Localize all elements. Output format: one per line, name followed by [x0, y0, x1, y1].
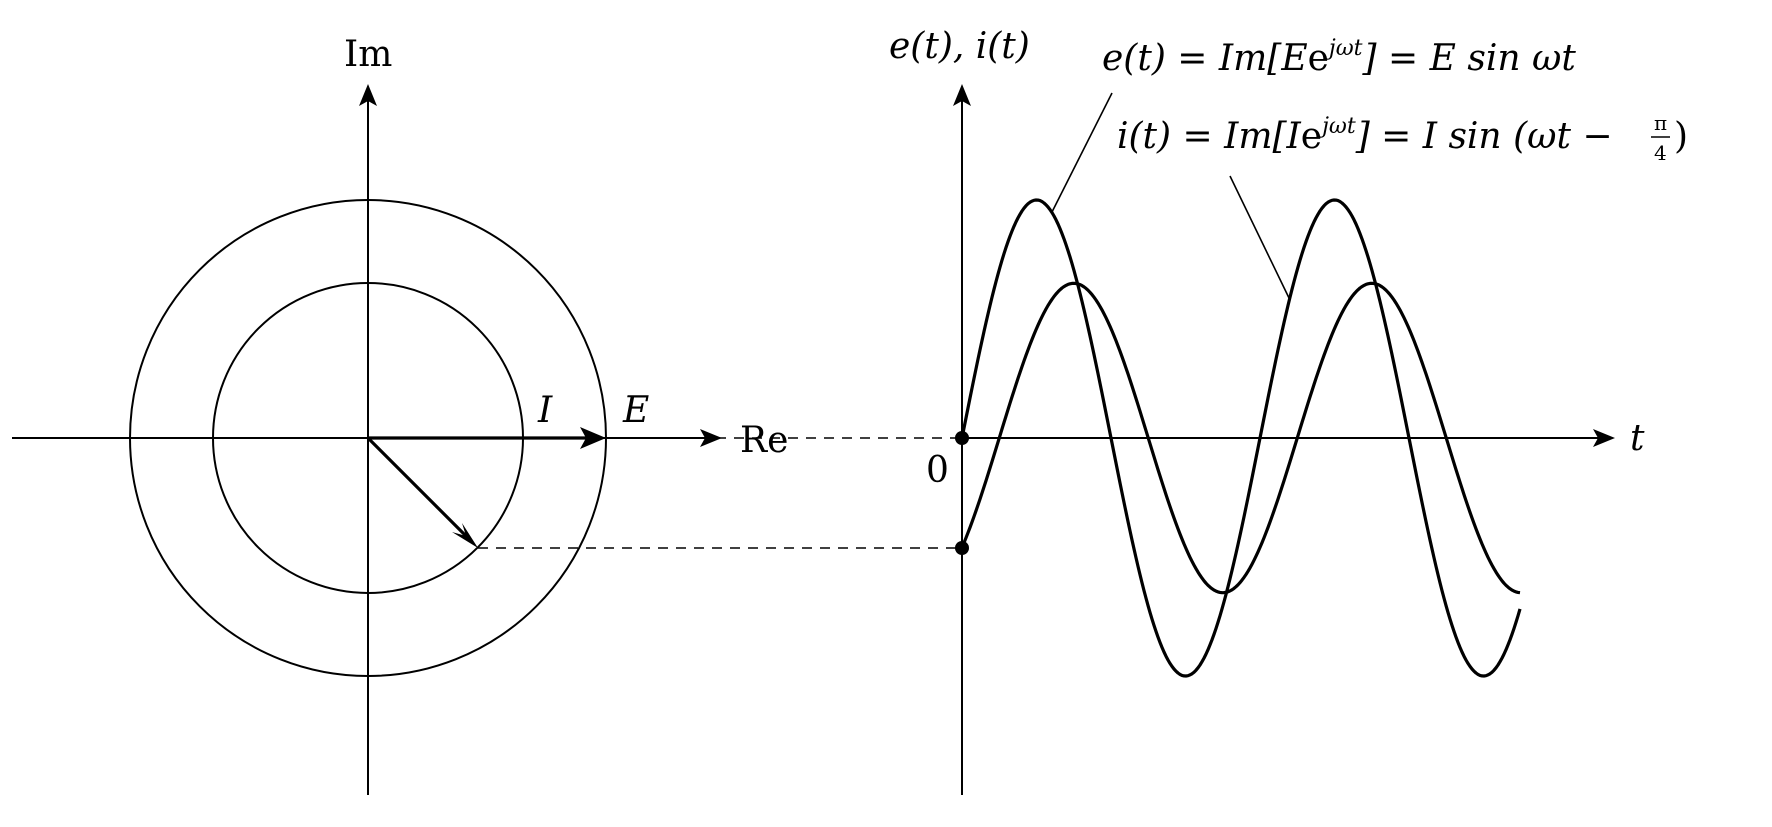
- voltage-phasor-label: E: [622, 390, 649, 431]
- current-phasor: [366, 436, 469, 539]
- i-equation: i(t) = Im[Iejωt] = I sin (ωt − π 4 ): [1117, 111, 1688, 165]
- phasor-diagram: Im Re I E: [12, 34, 788, 795]
- current-phasor-arrowhead: [452, 523, 478, 548]
- time-axis-label: t: [1630, 418, 1645, 459]
- e-equation-rhs: ] = E sin ωt: [1362, 38, 1577, 79]
- value-axis-arrowhead: [953, 84, 971, 106]
- i-equation-phasor: I: [1286, 116, 1302, 157]
- projection-lines: [478, 437, 962, 549]
- e-waveform-curve: [960, 198, 1522, 678]
- i-equation-close: ): [1674, 116, 1688, 157]
- svg-text:i(t) = Im[Iejωt] = I sin (ωt −: i(t) = Im[Iejωt] = I sin (ωt −: [1117, 114, 1613, 157]
- origin-label: 0: [926, 450, 949, 491]
- svg-text:e(t) = Im[Eejωt] = E sin ωt: e(t) = Im[Eejωt] = E sin ωt: [1102, 36, 1576, 79]
- e-equation: e(t) = Im[Eejωt] = E sin ωt: [1102, 36, 1576, 79]
- time-axis-arrowhead: [1593, 429, 1615, 447]
- imag-axis-label: Im: [344, 34, 392, 75]
- waveform-plot: e(t), i(t) t 0 e(t) = Im[Eejωt] = E sin …: [889, 26, 1688, 795]
- i-initial-value-dot: [955, 541, 969, 555]
- i-equation-exp-base: e: [1301, 116, 1322, 157]
- i-equation-leader: [1229, 175, 1290, 299]
- e-equation-exp-base: e: [1308, 38, 1329, 79]
- current-phasor-label: I: [537, 390, 553, 431]
- value-axis-label: e(t), i(t): [889, 26, 1030, 67]
- i-equation-frac-num: π: [1654, 111, 1667, 135]
- i-equation-frac-den: 4: [1654, 141, 1667, 165]
- i-equation-exponent: jωt: [1317, 114, 1356, 139]
- i-equation-lhs: i(t) = Im[: [1117, 116, 1287, 157]
- e-equation-exponent: jωt: [1324, 36, 1363, 61]
- i-waveform-curve: [960, 281, 1521, 595]
- e-equation-phasor: E: [1280, 38, 1307, 79]
- e-initial-value-dot: [955, 431, 969, 445]
- imag-axis-arrowhead: [359, 84, 377, 106]
- real-axis-arrowhead: [700, 429, 722, 447]
- e-equation-leader: [1051, 92, 1113, 213]
- real-axis-label: Re: [740, 420, 788, 461]
- e-equation-lhs: e(t) = Im[: [1102, 38, 1282, 79]
- i-equation-rhs: ] = I sin (ωt −: [1355, 116, 1613, 157]
- voltage-phasor-arrowhead: [580, 427, 606, 449]
